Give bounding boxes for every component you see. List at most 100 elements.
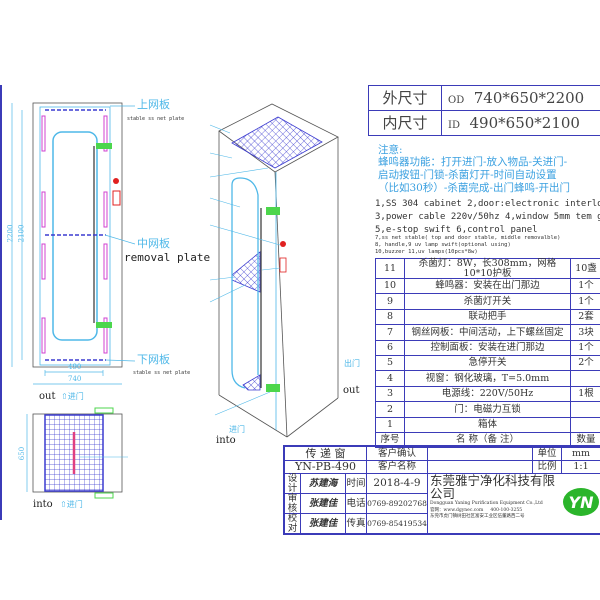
design-signature: 苏建海 bbox=[300, 473, 346, 495]
part-name: 门：电磁力互锁 bbox=[404, 401, 571, 418]
logo-text: YN bbox=[568, 493, 594, 512]
spec-line: 8, handle,9 uv lamp swift(optional using… bbox=[375, 242, 511, 248]
spec-line: 10,buzzer 11,uv lamps(10pcs*8w) bbox=[375, 249, 478, 255]
design-label: 设计 bbox=[283, 473, 301, 495]
inner-dimension-row: 内尺寸 ID 490*650*2100 bbox=[368, 110, 600, 136]
customer-name-label: 客户名称 bbox=[366, 459, 428, 475]
part-name: 视窗：钢化玻璃，T=5.0mm bbox=[404, 370, 571, 387]
address: 东莞市虎门镇树田社区富安工业区伍董路西二号 bbox=[430, 514, 525, 520]
part-name: 蜂鸣器：安装在出门那边 bbox=[404, 277, 571, 295]
mid-plate-label: 中网板 bbox=[137, 237, 170, 250]
dim-height-outer: 2200 bbox=[6, 224, 15, 243]
time-label: 时间 bbox=[345, 473, 367, 495]
part-quantity: 1个 bbox=[570, 293, 600, 310]
unit-label: 单位 bbox=[532, 445, 562, 461]
review-label: 审核 bbox=[283, 493, 301, 515]
outer-dimension-row: 外尺寸 OD 740*650*2200 bbox=[368, 85, 600, 111]
part-number: 5 bbox=[375, 354, 405, 372]
iso-into-label: into bbox=[216, 435, 236, 446]
company-logo: YN bbox=[562, 488, 599, 517]
dim-width-inner: 490 bbox=[68, 363, 82, 371]
inner-code: ID bbox=[448, 119, 460, 131]
part-quantity: 3块 bbox=[570, 324, 600, 341]
dim-depth: 650 bbox=[18, 446, 27, 461]
part-quantity bbox=[570, 416, 600, 433]
part-number: 11 bbox=[375, 258, 405, 279]
plan-out-label: out bbox=[39, 391, 56, 402]
unit-value: mm bbox=[561, 445, 600, 461]
outer-label: 外尺寸 bbox=[368, 85, 442, 111]
website[interactable]: 官网：www.dgynec.com bbox=[430, 507, 484, 513]
iso-into-cn: 进门 bbox=[229, 425, 245, 434]
phone-label: 电话 bbox=[345, 493, 367, 515]
part-number: 7 bbox=[375, 324, 405, 341]
part-name: 电源线：220V/50Hz bbox=[404, 385, 571, 403]
part-number: 6 bbox=[375, 339, 405, 356]
part-quantity: 1个 bbox=[570, 277, 600, 295]
outer-value: 740*650*2200 bbox=[473, 88, 585, 107]
iso-out-label: out bbox=[343, 385, 360, 396]
note-line: 蜂鸣器功能：打开进门-放入物品-关进门- bbox=[378, 156, 568, 168]
parts-header-row: 序号 名 称（备 注） 数量 bbox=[375, 431, 600, 449]
part-name: 杀菌灯开关 bbox=[404, 293, 571, 310]
spec-line: 5,e-stop swift 6,control panel bbox=[375, 225, 538, 235]
customer-confirm-value bbox=[427, 445, 533, 461]
part-number: 8 bbox=[375, 308, 405, 326]
review-signature: 张建佳 bbox=[300, 493, 346, 515]
part-name: 箱体 bbox=[404, 416, 571, 433]
part-quantity: 1个 bbox=[570, 339, 600, 356]
customer-confirm-label: 客户确认 bbox=[366, 445, 428, 461]
date-value: 2018-4-9 bbox=[366, 473, 428, 495]
dimensions-table: 外尺寸 OD 740*650*2200 内尺寸 ID 490*650*2100 bbox=[368, 85, 600, 136]
scale-value: 1:1 bbox=[561, 459, 600, 475]
isometric-view bbox=[209, 103, 339, 438]
check-label: 校对 bbox=[283, 513, 301, 535]
part-name: 钢丝网板：中间活动，上下螺丝固定 bbox=[404, 324, 571, 341]
bottom-plate-label: 下网板 bbox=[137, 353, 170, 366]
customer-name-value bbox=[427, 459, 533, 475]
product-name: 传 递 窗 bbox=[283, 445, 367, 461]
bottom-plate-note: stable ss net plate bbox=[133, 370, 191, 376]
outer-code: OD bbox=[448, 94, 465, 106]
part-name: 杀菌灯：8W，长308mm，网格10*10护板 bbox=[404, 258, 571, 279]
spec-line: 7,ss net stable( top and door stable, mi… bbox=[375, 235, 561, 241]
company-name: 东莞雅宁净化科技有限公司 bbox=[430, 473, 556, 501]
plan-into-label: into bbox=[33, 499, 53, 510]
part-number: 10 bbox=[375, 277, 405, 295]
fax-label: 传真 bbox=[345, 513, 367, 535]
part-number: 1 bbox=[375, 416, 405, 433]
plan-out-cn: ⇧进门 bbox=[61, 392, 84, 401]
part-quantity: 10盏 bbox=[570, 258, 600, 279]
part-name: 控制面板：安装在进门那边 bbox=[404, 339, 571, 356]
phone-value: 0769-89202768 bbox=[366, 493, 428, 515]
window bbox=[52, 131, 98, 341]
plan-view bbox=[26, 407, 128, 499]
part-number: 4 bbox=[375, 370, 405, 387]
part-quantity: 1根 bbox=[570, 385, 600, 403]
title-block: 传 递 窗 客户确认 单位 mm YN-PB-490 客户名称 比例 1:1 设… bbox=[283, 445, 600, 536]
notes-heading: 注意: bbox=[378, 144, 403, 156]
check-signature: 张建佳 bbox=[300, 513, 346, 535]
part-quantity bbox=[570, 401, 600, 418]
part-name: 联动把手 bbox=[404, 308, 571, 326]
model-number: YN-PB-490 bbox=[283, 459, 367, 475]
spec-line: 3,power cable 220v/50hz 4,window 5mm tem… bbox=[375, 212, 600, 222]
part-quantity bbox=[570, 370, 600, 387]
iso-out-cn: 出门 bbox=[344, 359, 360, 368]
top-plate-label: 上网板 bbox=[137, 98, 170, 111]
plan-into-cn: ⇧进门 bbox=[60, 500, 83, 509]
company-english: Dongguan Yaning Purification Equipment C… bbox=[430, 501, 543, 507]
